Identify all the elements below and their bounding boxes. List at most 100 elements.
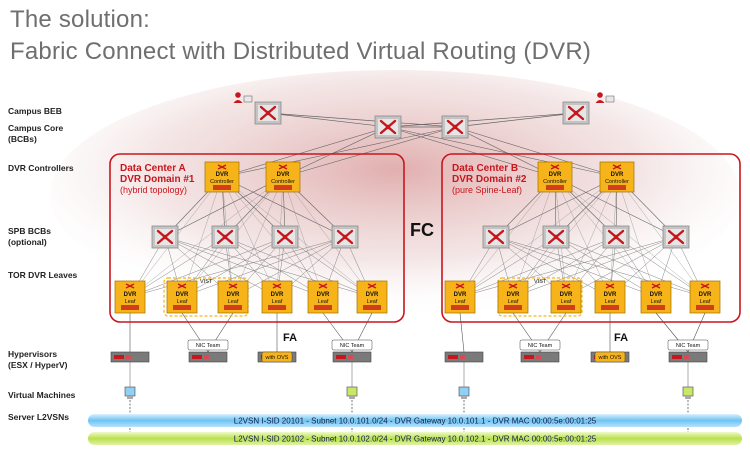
svg-text:NIC Team: NIC Team xyxy=(676,343,701,349)
svg-text:DVR: DVR xyxy=(699,292,712,298)
link xyxy=(495,236,657,298)
campus-user-right-icon xyxy=(595,92,615,103)
svg-text:DVR: DVR xyxy=(507,292,520,298)
svg-text:Leaf: Leaf xyxy=(272,299,283,305)
svg-text:DVR: DVR xyxy=(317,292,330,298)
slide-title-line2: Fabric Connect with Distributed Virtual … xyxy=(10,38,592,65)
svg-text:DVR: DVR xyxy=(454,292,467,298)
dc-b-spb-bcb-1 xyxy=(482,225,510,249)
label-tor-leaves: TOR DVR Leaves xyxy=(8,270,78,280)
dc-b-nic-team-1: NIC Team xyxy=(519,339,561,351)
svg-text:DVR: DVR xyxy=(176,292,189,298)
svg-text:Controller: Controller xyxy=(543,179,567,185)
svg-text:with OVS: with OVS xyxy=(265,355,289,361)
link xyxy=(554,176,611,298)
dc-b-hypervisor-4 xyxy=(668,351,708,363)
link xyxy=(616,176,706,298)
dc-a-spb-bcb-4 xyxy=(331,225,359,249)
dc-a-ovs-host: with OVS xyxy=(261,351,293,363)
svg-text:NIC Team: NIC Team xyxy=(196,343,221,349)
link xyxy=(512,236,677,298)
link xyxy=(554,176,706,298)
label-hypervisors: Hypervisors xyxy=(8,349,57,359)
link xyxy=(282,126,456,178)
link xyxy=(459,236,557,298)
link xyxy=(495,236,611,298)
link xyxy=(221,176,346,238)
link xyxy=(616,176,657,298)
link xyxy=(555,236,706,298)
link xyxy=(267,112,389,128)
label-server-l2vsns: Server L2VSNs xyxy=(8,412,69,422)
link xyxy=(459,236,617,298)
dc-b-hypervisor-1 xyxy=(444,351,484,363)
label-spb-bcbs: SPB BCBs xyxy=(8,226,51,236)
svg-text:with OVS: with OVS xyxy=(598,355,622,361)
label-dvr-controllers: DVR Controllers xyxy=(8,163,74,173)
svg-text:Leaf: Leaf xyxy=(125,299,136,305)
dc-a-vm-2-icon xyxy=(346,386,358,399)
link xyxy=(129,176,284,298)
link xyxy=(224,236,373,298)
link xyxy=(221,176,278,298)
link xyxy=(181,236,286,298)
dc-a-vm-1-icon xyxy=(124,386,136,399)
dc-a-hypervisor-2 xyxy=(188,351,228,363)
dc-b-spb-bcb-4 xyxy=(662,225,690,249)
svg-text:Leaf: Leaf xyxy=(561,299,572,305)
svg-text:DVR: DVR xyxy=(216,172,229,178)
link xyxy=(554,176,677,238)
l2vsn-20102-label: L2VSN I-SID 20102 - Subnet 10.0.102.0/24… xyxy=(234,435,597,444)
label-spb-bcbs-optional: (optional) xyxy=(8,237,47,247)
link xyxy=(459,236,677,298)
svg-text:DVR: DVR xyxy=(277,172,290,178)
link xyxy=(221,126,389,178)
label-campus-beb: Campus BEB xyxy=(8,106,62,116)
label-virtual-machines: Virtual Machines xyxy=(8,390,76,400)
fa-label-b: FA xyxy=(614,332,628,344)
svg-text:DVR: DVR xyxy=(124,292,137,298)
svg-text:Leaf: Leaf xyxy=(367,299,378,305)
link xyxy=(459,176,618,298)
data-center-b-box xyxy=(441,153,741,323)
dc-b-ovs-host: with OVS xyxy=(594,351,626,363)
l2vsn-bar-20102 xyxy=(88,432,742,445)
link xyxy=(454,112,577,128)
link xyxy=(495,176,618,238)
dc-a-spb-bcb-2 xyxy=(211,225,239,249)
link xyxy=(221,126,456,178)
link xyxy=(454,126,618,178)
svg-text:Controller: Controller xyxy=(210,179,234,185)
svg-text:DVR: DVR xyxy=(271,292,284,298)
svg-text:Leaf: Leaf xyxy=(228,299,239,305)
l2vsn-bar-20101 xyxy=(88,414,742,427)
link xyxy=(164,176,284,238)
svg-text:DVR: DVR xyxy=(560,292,573,298)
dc-b-topology: (pure Spine-Leaf) xyxy=(452,185,522,195)
campus-beb-switch-2 xyxy=(562,101,590,125)
svg-text:Leaf: Leaf xyxy=(700,299,711,305)
dc-a-spb-bcb-1 xyxy=(151,225,179,249)
link xyxy=(129,236,286,298)
link xyxy=(282,126,389,178)
dc-a-spb-bcb-3 xyxy=(271,225,299,249)
svg-text:DVR: DVR xyxy=(366,292,379,298)
link xyxy=(164,236,324,298)
fabric-cloud-background xyxy=(50,70,740,320)
data-center-a-box xyxy=(109,153,405,323)
link xyxy=(512,176,556,298)
link xyxy=(282,176,324,298)
vist-label-a: VIST xyxy=(200,279,213,285)
link xyxy=(181,236,346,298)
dc-b-spb-bcb-3 xyxy=(602,225,630,249)
link xyxy=(555,236,657,298)
